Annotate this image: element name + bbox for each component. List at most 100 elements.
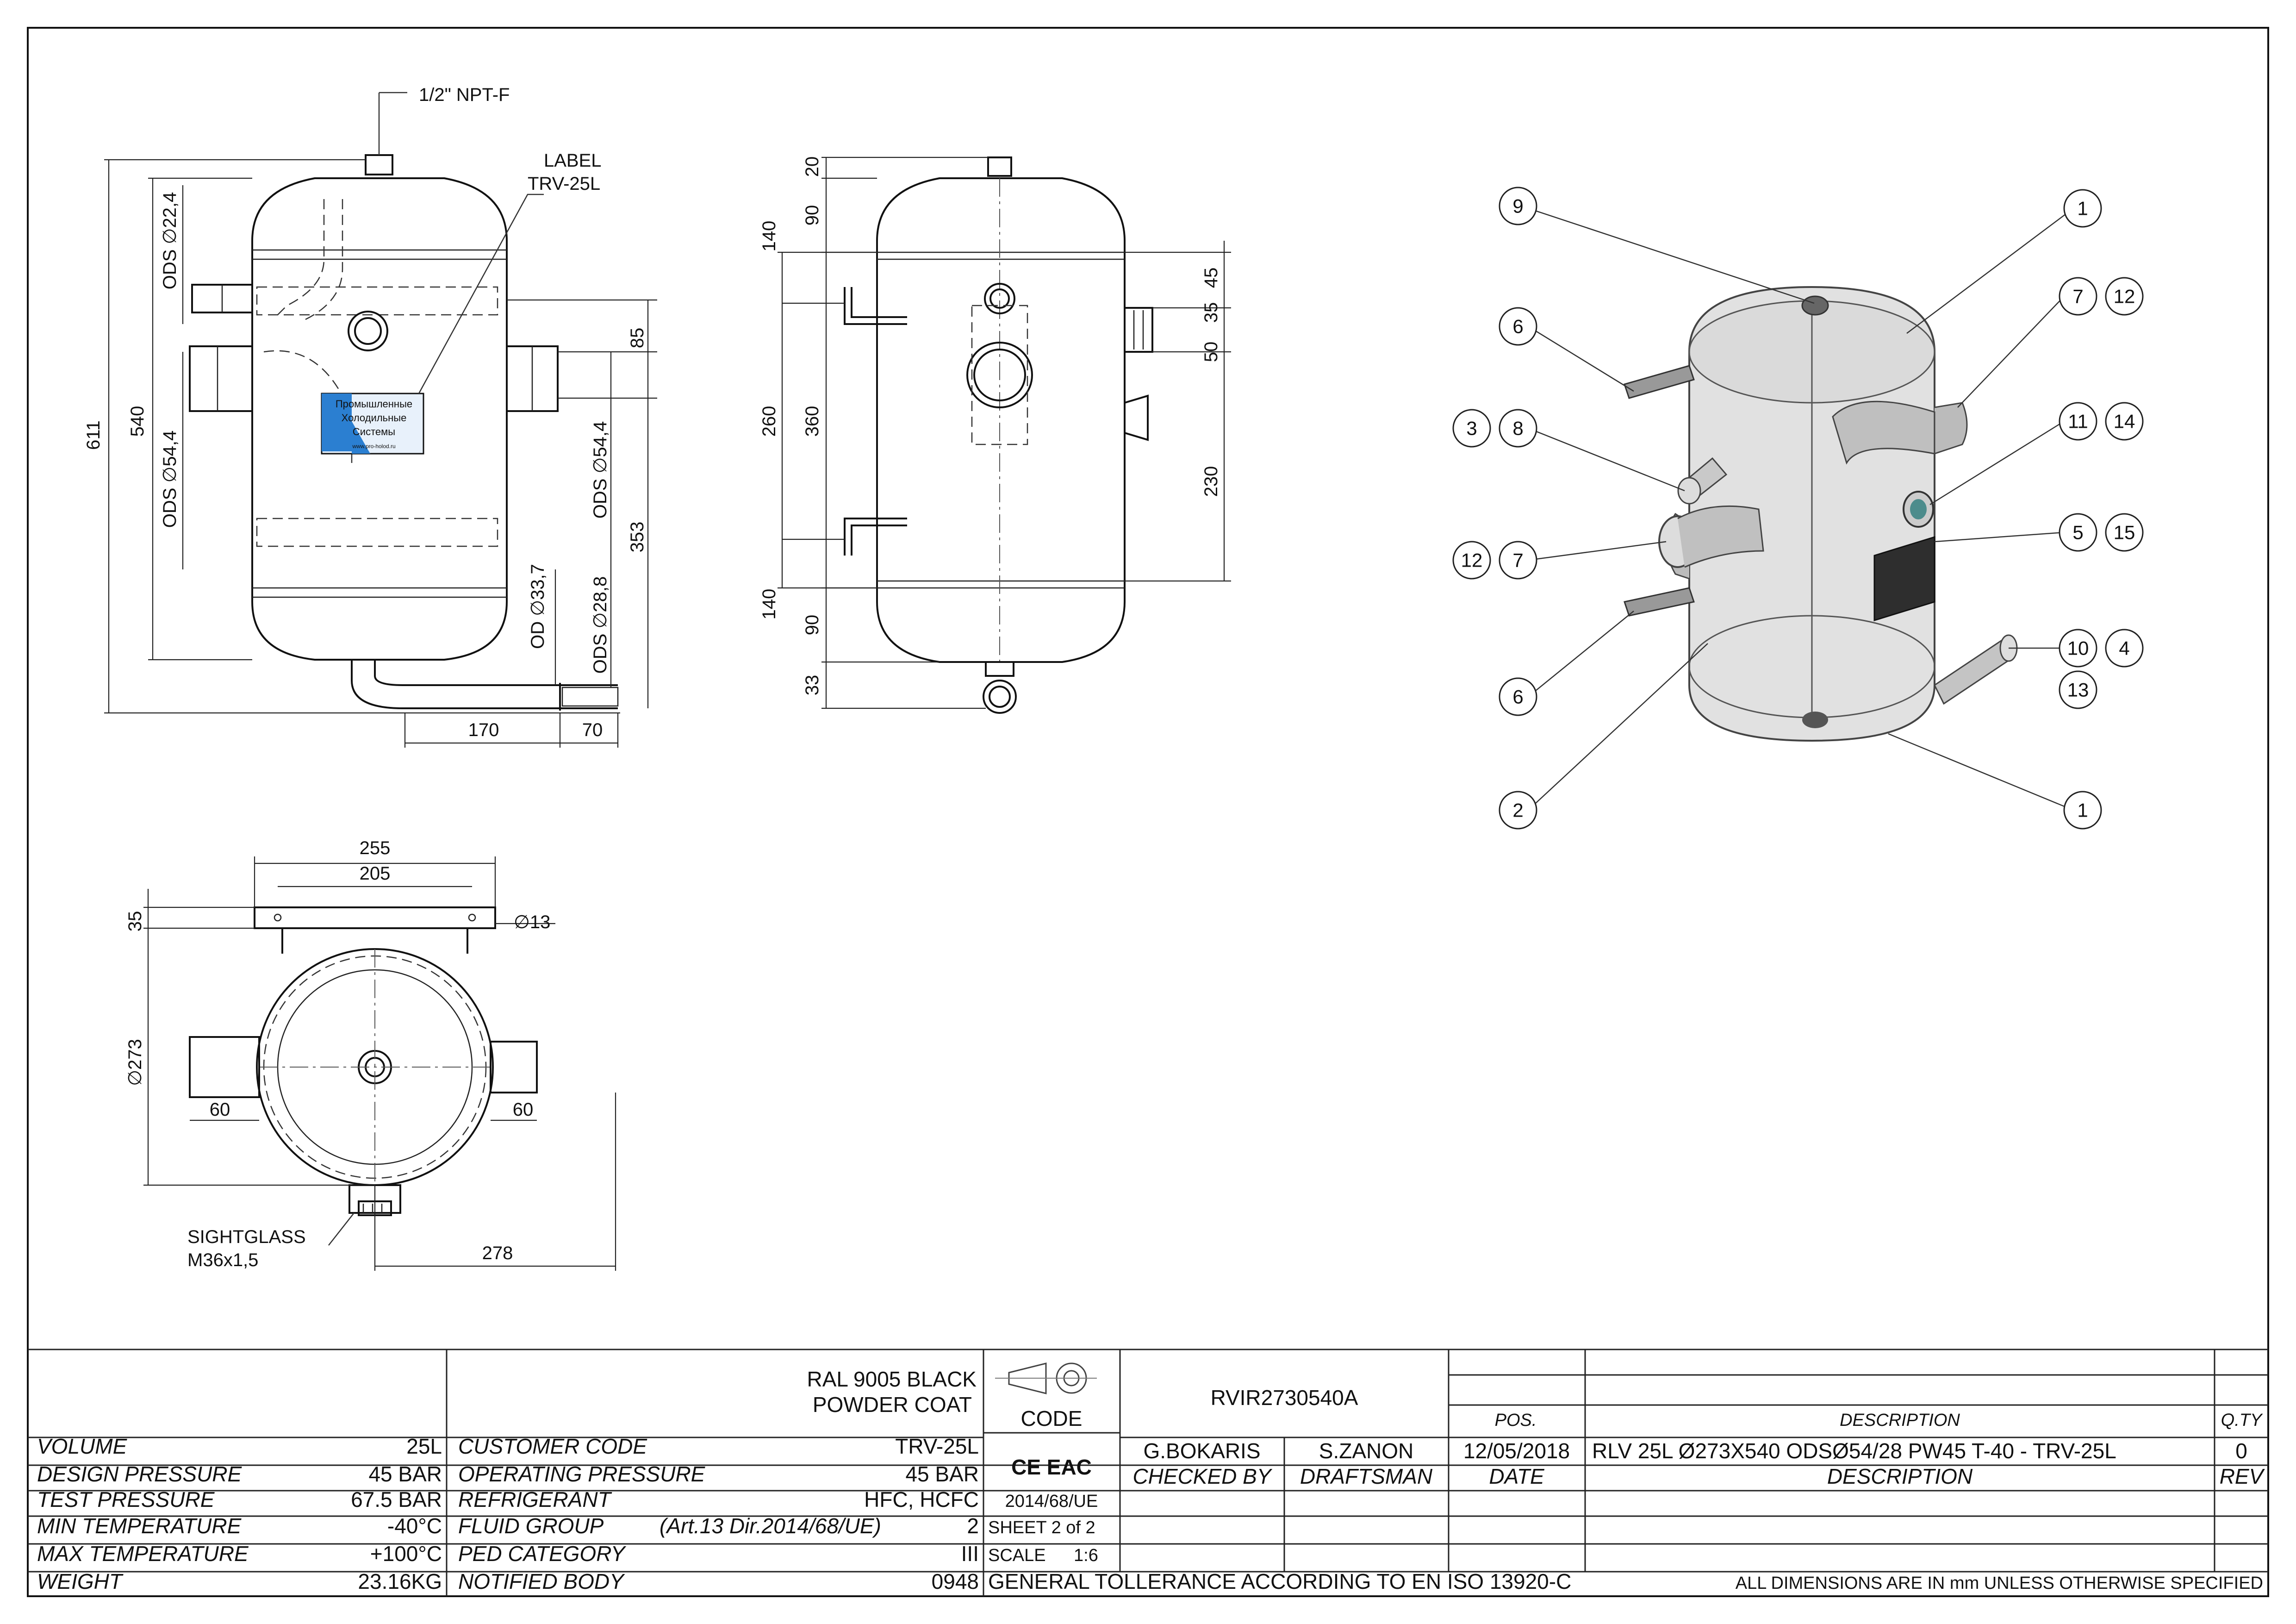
spec-label-0: VOLUME <box>37 1434 128 1458</box>
svg-text:7: 7 <box>2072 286 2083 307</box>
svg-text:12: 12 <box>2114 286 2135 307</box>
balloon-leaders <box>1528 207 2074 811</box>
spec-label-3: MIN TEMPERATURE <box>37 1514 242 1538</box>
dim-353: 353 <box>627 522 647 553</box>
side-dim-230: 230 <box>1201 466 1221 497</box>
side-view: 20 140 90 260 360 140 90 33 45 35 50 230 <box>759 156 1231 714</box>
spec-label-1: DESIGN PRESSURE <box>37 1462 243 1486</box>
qty-value: 0 <box>2235 1439 2247 1463</box>
svg-text:3: 3 <box>1466 418 1477 439</box>
balloon-7-left: 7 <box>1499 541 1537 580</box>
customer-label-1: OPERATING PRESSURE <box>458 1462 706 1486</box>
balloon-6-bottom: 6 <box>1499 677 1537 716</box>
bottom-dim-dia: ∅273 <box>125 1039 145 1086</box>
svg-text:4: 4 <box>2119 637 2129 659</box>
customer-value-4: III <box>961 1542 979 1566</box>
customer-value-2: HFC, HCFC <box>864 1487 979 1512</box>
customer-value-1: 45 BAR <box>905 1462 979 1486</box>
dim-od-bottom: OD ∅33,7 <box>528 564 548 649</box>
svg-text:6: 6 <box>1512 686 1523 708</box>
customer-value-3: 2 <box>967 1514 979 1538</box>
balloon-8: 8 <box>1499 409 1537 448</box>
checked-by-label: CHECKED BY <box>1132 1464 1272 1488</box>
balloon-11: 11 <box>2059 402 2097 441</box>
spec-value-1: 45 BAR <box>368 1462 442 1486</box>
dim-ods-top: ODS ∅22,4 <box>160 192 180 290</box>
balloon-13: 13 <box>2059 670 2097 709</box>
svg-text:6: 6 <box>1512 316 1523 337</box>
balloon-10: 10 <box>2059 629 2097 668</box>
sightglass-label-1: SIGHTGLASS <box>187 1227 306 1247</box>
customer-note-3: (Art.13 Dir.2014/68/UE) <box>660 1514 881 1538</box>
svg-text:8: 8 <box>1512 418 1523 439</box>
side-dim-90-bottom: 90 <box>802 615 822 636</box>
svg-text:1: 1 <box>2077 800 2088 821</box>
title-block: RAL 9005 BLACK POWDER COAT CODE RVIR2730… <box>28 1349 2268 1596</box>
dim-611: 611 <box>83 420 104 450</box>
balloon-1-bottom: 1 <box>2063 791 2102 830</box>
bottom-dim-255: 255 <box>360 838 391 858</box>
customer-label-2: REFRIGERANT <box>458 1487 612 1512</box>
sightglass-label-2: M36x1,5 <box>187 1250 258 1270</box>
checked-by-name: G.BOKARIS <box>1143 1439 1260 1463</box>
label-text-1: LABEL <box>544 150 602 171</box>
side-dim-260: 260 <box>759 406 779 437</box>
customer-label-4: PED CATEGORY <box>458 1542 627 1566</box>
spec-label-4: MAX TEMPERATURE <box>37 1542 249 1566</box>
svg-text:10: 10 <box>2067 637 2089 659</box>
code-label: CODE <box>1021 1406 1083 1430</box>
bottom-dim-hole: ∅13 <box>514 912 550 932</box>
draftsman-name: S.ZANON <box>1319 1439 1413 1463</box>
spec-label-5: WEIGHT <box>37 1569 124 1593</box>
plate-line-4: www.pro-holod.ru <box>352 443 395 450</box>
customer-value-5: 0948 <box>932 1569 979 1593</box>
rev-label: REV <box>2220 1464 2265 1488</box>
directive: 2014/68/UE <box>1005 1492 1098 1511</box>
side-dim-35: 35 <box>1201 302 1221 323</box>
dim-540: 540 <box>127 406 148 437</box>
bottom-dim-278: 278 <box>482 1243 513 1263</box>
plate-line-2: Холодильные <box>342 412 407 424</box>
balloon-6-top: 6 <box>1499 307 1537 346</box>
balloon-9: 9 <box>1499 187 1537 225</box>
description-label: DESCRIPTION <box>1827 1464 1973 1488</box>
svg-text:9: 9 <box>1512 195 1523 217</box>
side-dim-360: 360 <box>802 406 822 437</box>
svg-text:11: 11 <box>2068 411 2088 432</box>
part-description: RLV 25L Ø273X540 ODSØ54/28 PW45 T-40 - T… <box>1592 1439 2116 1463</box>
balloon-3: 3 <box>1452 409 1491 448</box>
label-text-2: TRV-25L <box>528 174 600 194</box>
scale-value: 1:6 <box>1074 1546 1098 1565</box>
svg-text:7: 7 <box>1512 550 1523 571</box>
pos-label: POS. <box>1495 1411 1537 1430</box>
balloon-12-top: 12 <box>2105 277 2144 316</box>
dim-ods-bottom: ODS ∅28,8 <box>590 576 610 674</box>
side-dim-90-top: 90 <box>802 205 822 226</box>
customer-label-0: CUSTOMER CODE <box>458 1434 647 1458</box>
customer-label-5: NOTIFIED BODY <box>458 1569 625 1593</box>
dim-70: 70 <box>582 720 603 740</box>
balloon-12-left: 12 <box>1452 541 1491 580</box>
side-dim-140-top: 140 <box>759 221 779 252</box>
balloon-4: 4 <box>2105 629 2144 668</box>
drawing-date: 12/05/2018 <box>1463 1439 1570 1463</box>
qty-label: Q.TY <box>2221 1411 2263 1430</box>
spec-value-5: 23.16KG <box>358 1569 442 1593</box>
customer-value-0: TRV-25L <box>895 1434 979 1458</box>
dim-ods-right: ODS ∅54,4 <box>590 421 610 519</box>
svg-text:5: 5 <box>2072 522 2083 543</box>
svg-text:1: 1 <box>2077 198 2088 219</box>
svg-text:2: 2 <box>1512 800 1523 821</box>
svg-text:15: 15 <box>2114 522 2135 543</box>
side-dim-45: 45 <box>1201 268 1221 288</box>
dim-85: 85 <box>627 328 647 349</box>
balloon-5: 5 <box>2059 513 2097 552</box>
spec-value-3: -40°C <box>387 1514 442 1538</box>
svg-text:12: 12 <box>1461 550 1483 571</box>
spec-value-2: 67.5 BAR <box>351 1487 442 1512</box>
sheet-number: SHEET 2 of 2 <box>988 1518 1095 1537</box>
thread-label: 1/2" NPT-F <box>419 85 510 105</box>
svg-text:14: 14 <box>2114 411 2135 432</box>
draftsman-label: DRAFTSMAN <box>1300 1464 1433 1488</box>
bottom-dim-205: 205 <box>360 863 391 884</box>
